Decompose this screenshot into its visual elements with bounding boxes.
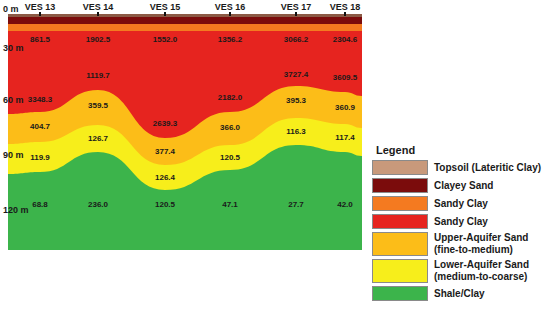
depth-label: 30 m <box>3 43 24 53</box>
resistivity-value: 27.7 <box>288 200 304 209</box>
topsoil-layer <box>8 14 362 17</box>
resistivity-value: 377.4 <box>155 147 175 156</box>
resistivity-value: 3348.3 <box>28 95 52 104</box>
resistivity-value: 68.8 <box>32 200 48 209</box>
resistivity-value: 861.5 <box>30 35 50 44</box>
lower-aquifer-layer <box>8 118 362 250</box>
resistivity-value: 404.7 <box>30 122 50 131</box>
resistivity-value: 236.0 <box>88 200 108 209</box>
depth-label: 0 m <box>3 4 19 14</box>
legend-swatch <box>372 259 428 283</box>
legend-row: Upper-Aquifer Sand (fine-to-medium) <box>372 232 548 256</box>
resistivity-value: 1356.2 <box>218 35 242 44</box>
resistivity-value: 359.5 <box>88 101 108 110</box>
legend-text: Topsoil (Lateritic Clay) <box>434 162 546 174</box>
legend-text: Shale/Clay <box>434 288 546 300</box>
sandy-clay-layer <box>8 31 362 250</box>
ves-tick <box>295 12 297 16</box>
resistivity-value: 126.4 <box>155 173 175 182</box>
legend-row: Topsoil (Lateritic Clay) <box>372 160 548 175</box>
ves-label: VES 14 <box>83 2 114 12</box>
ves-label: VES 13 <box>25 2 56 12</box>
resistivity-value: 395.3 <box>286 96 306 105</box>
resistivity-value: 120.5 <box>220 153 240 162</box>
ves-tick <box>229 12 231 16</box>
legend-swatch <box>372 232 428 256</box>
legend: Topsoil (Lateritic Clay) Clayey SandSandy… <box>372 160 548 304</box>
resistivity-value: 2182.0 <box>218 93 242 102</box>
legend-swatch <box>372 286 428 301</box>
ves-label: VES 15 <box>150 2 181 12</box>
legend-row: Lower-Aquifer Sand (medium-to-coarse) <box>372 259 548 283</box>
shale-layer <box>8 145 362 250</box>
legend-row: Sandy Clay <box>372 196 548 211</box>
resistivity-value: 3609.5 <box>333 73 357 82</box>
legend-text: Lower-Aquifer Sand (medium-to-coarse) <box>434 259 546 283</box>
ves-tick <box>164 12 166 16</box>
resistivity-value: 47.1 <box>222 200 238 209</box>
depth-label: 90 m <box>3 150 24 160</box>
legend-swatch <box>372 196 428 211</box>
resistivity-value: 117.4 <box>335 133 355 142</box>
legend-text: Sandy Clay <box>434 216 546 228</box>
legend-text: Clayey Sand <box>434 180 546 192</box>
resistivity-value: 3727.4 <box>284 70 308 79</box>
resistivity-value: 366.0 <box>220 123 240 132</box>
ves-tick <box>344 12 346 16</box>
legend-swatch <box>372 178 428 193</box>
resistivity-value: 2304.6 <box>333 35 357 44</box>
sandy-clay-thin-layer <box>8 24 362 31</box>
ves-tick <box>97 12 99 16</box>
resistivity-value: 360.9 <box>335 103 355 112</box>
resistivity-value: 120.5 <box>155 200 175 209</box>
resistivity-value: 1552.0 <box>153 35 177 44</box>
depth-label: 120 m <box>3 205 29 215</box>
resistivity-value: 2639.3 <box>153 119 177 128</box>
legend-text: Upper-Aquifer Sand (fine-to-medium) <box>434 232 546 256</box>
ves-tick <box>39 12 41 16</box>
resistivity-value: 1902.5 <box>86 35 110 44</box>
ves-ticks <box>39 12 346 16</box>
resistivity-value: 1119.7 <box>86 71 110 80</box>
legend-swatch <box>372 160 428 175</box>
ves-label: VES 17 <box>281 2 312 12</box>
ves-label: VES 16 <box>215 2 246 12</box>
legend-row: Clayey Sand <box>372 178 548 193</box>
resistivity-value: 126.7 <box>88 134 108 143</box>
legend-text: Sandy Clay <box>434 198 546 210</box>
legend-row: Sandy Clay <box>372 214 548 229</box>
resistivity-value: 42.0 <box>337 200 353 209</box>
resistivity-value: 119.9 <box>30 153 50 162</box>
ves-label: VES 18 <box>330 2 361 12</box>
depth-label: 60 m <box>3 95 24 105</box>
clayey-sand-layer <box>8 17 362 24</box>
resistivity-value: 116.3 <box>286 127 306 136</box>
legend-swatch <box>372 214 428 229</box>
legend-row: Shale/Clay <box>372 286 548 301</box>
upper-aquifer-layer <box>8 86 362 250</box>
legend-title: Legend <box>376 144 415 157</box>
resistivity-value: 3066.2 <box>284 35 308 44</box>
